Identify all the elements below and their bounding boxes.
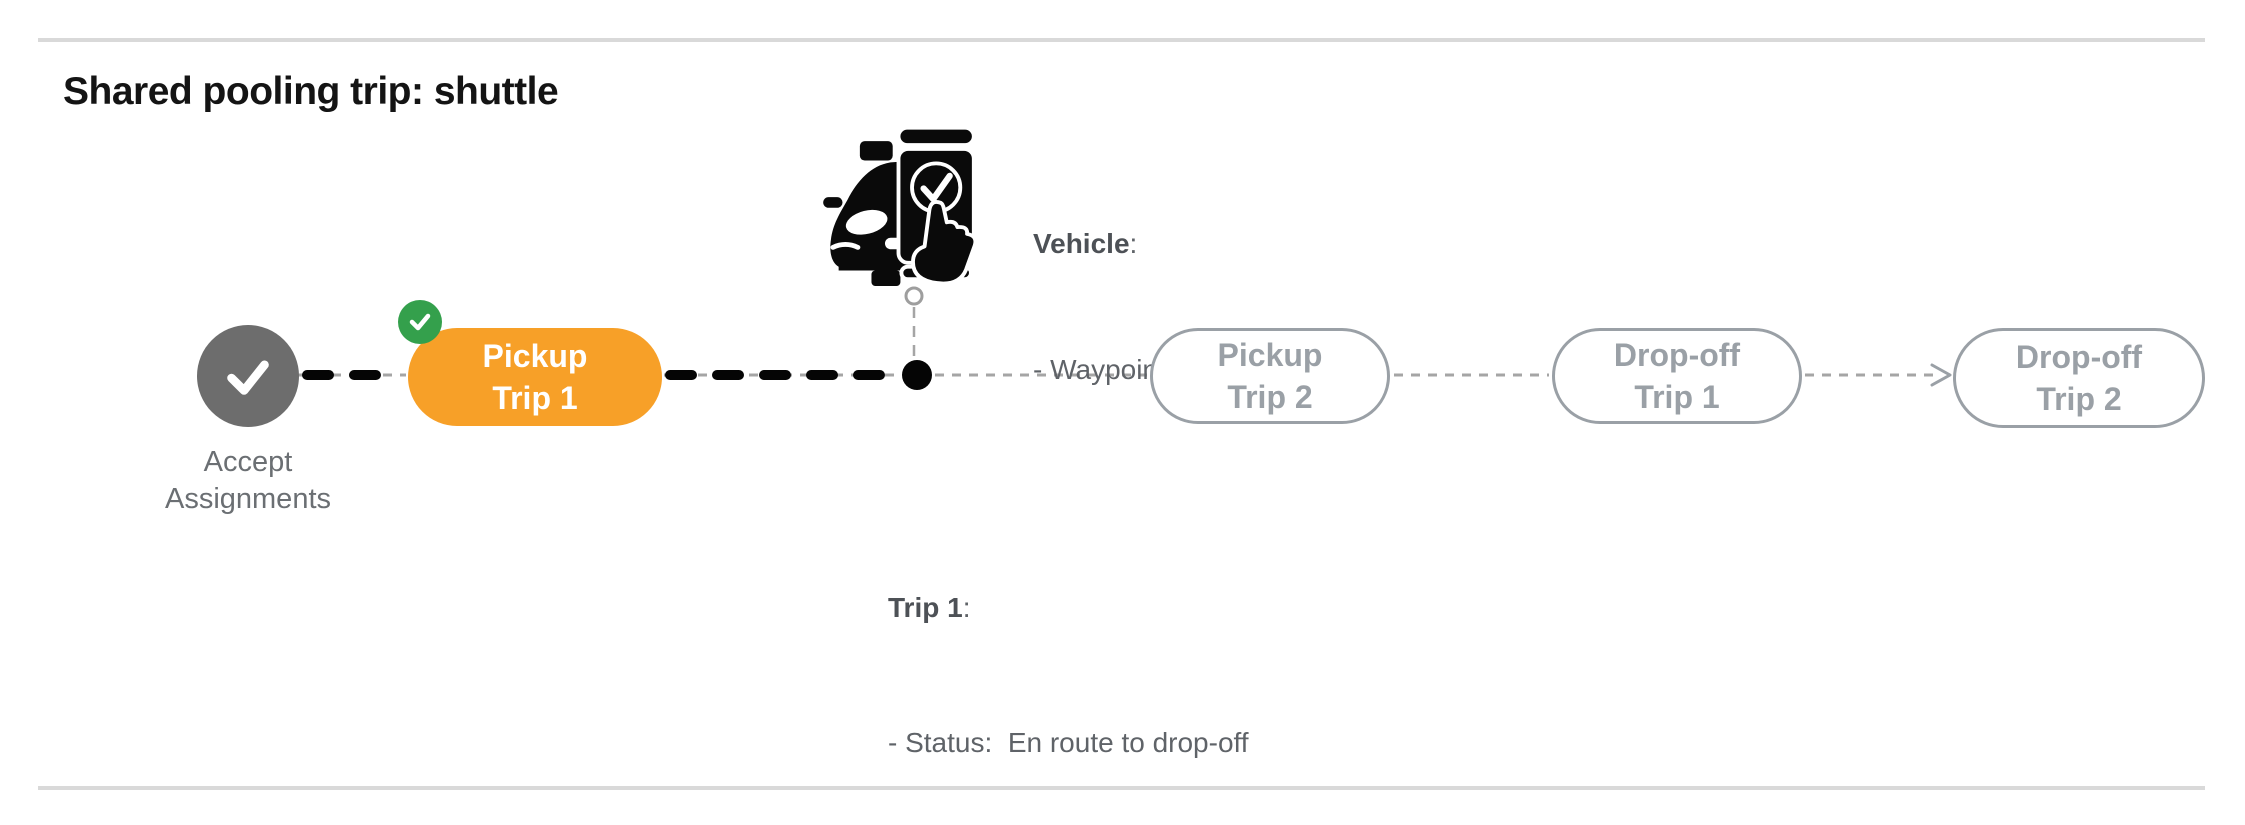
node-accept-assignments: [197, 325, 299, 427]
pointing-hand: [911, 200, 978, 286]
pill-label-line2: Trip 1: [1634, 379, 1720, 415]
bottom-divider: [38, 786, 2205, 790]
page-title: Shared pooling trip: shuttle: [63, 70, 559, 113]
anchor-circle-icon: [904, 286, 924, 306]
check-icon: [227, 360, 269, 395]
trip1-heading: Trip 1:: [888, 585, 1249, 630]
trip1-colon: :: [962, 592, 971, 623]
pill-label-line2: Trip 2: [2036, 381, 2122, 417]
car-phone-check-icon: [823, 125, 978, 286]
check-badge-icon: [398, 300, 442, 344]
pill-label-line2: Trip 1: [492, 380, 578, 416]
node-pickup-trip-2: Pickup Trip 2: [1150, 328, 1390, 424]
trip1-status-line: - Status: En route to drop-off: [888, 727, 1249, 758]
node-dropoff-trip-1: Drop-off Trip 1: [1552, 328, 1802, 424]
vehicle-info: Vehicle: - Waypoints: 3: [1033, 139, 1211, 475]
accept-assignments-label: Accept Assignments: [123, 444, 373, 518]
dashed-arrow-icon: [1930, 363, 1952, 387]
pill-label-line2: Trip 2: [1227, 379, 1313, 415]
trip-status-info: Trip 1: - Status: En route to drop-off -…: [888, 495, 1249, 825]
pill-label-line1: Drop-off: [2015, 339, 2143, 375]
phone-check-glyph: [920, 172, 953, 203]
accept-label-line2: Assignments: [164, 483, 331, 515]
vehicle-heading-colon: :: [1129, 228, 1138, 259]
pill-label-line1: Pickup: [482, 338, 588, 374]
vehicle-heading-text: Vehicle: [1033, 228, 1130, 259]
vehicle-info-heading: Vehicle:: [1033, 223, 1211, 265]
position-dot-icon: [902, 360, 932, 390]
pill-label-line1: Drop-off: [1613, 337, 1741, 373]
node-dropoff-trip-2: Drop-off Trip 2: [1953, 328, 2205, 428]
node-pickup-trip-1: Pickup Trip 1: [408, 328, 662, 426]
accept-label-line1: Accept: [203, 446, 293, 478]
top-divider: [38, 38, 2205, 42]
badge-check-glyph: [409, 313, 431, 331]
pill-label-line1: Pickup: [1217, 337, 1323, 373]
trip1-name: Trip 1: [888, 592, 963, 623]
